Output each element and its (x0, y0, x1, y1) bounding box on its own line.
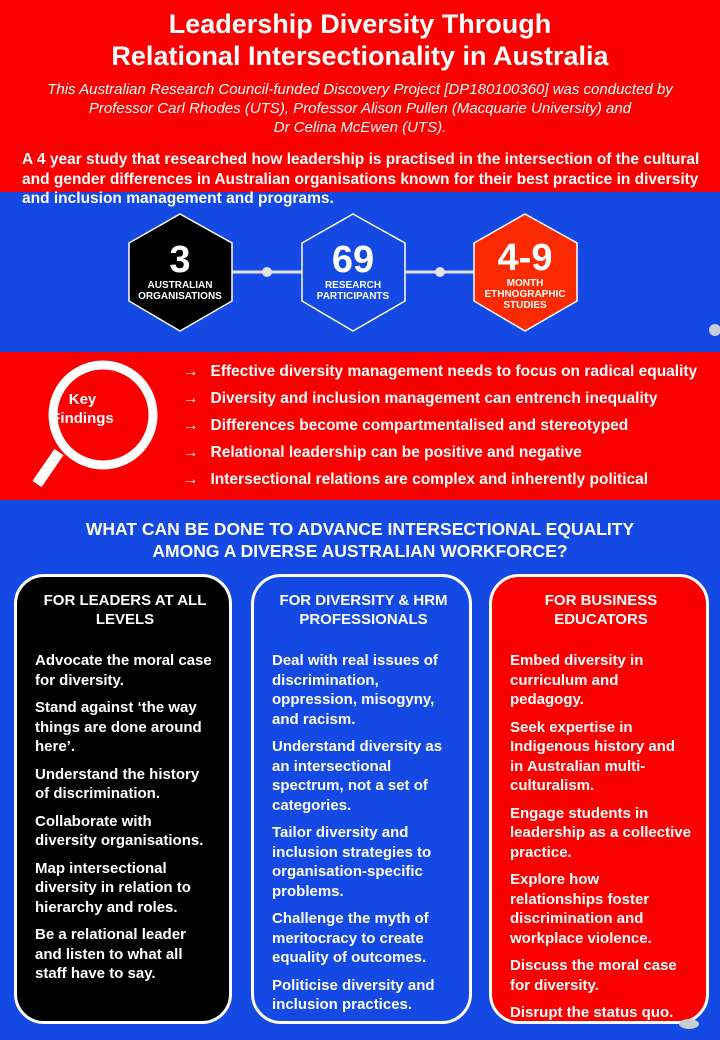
question-line: AMONG A DIVERSE AUSTRALIAN WORKFORCE? (152, 541, 568, 561)
key-findings-section: Key Findings → Effective diversity manage… (0, 352, 720, 500)
card-item: Stand against ‘the way things are done a… (35, 699, 202, 755)
finding-text: Relational leadership can be positive an… (210, 444, 582, 461)
study-intro: A 4 year study that researched how leade… (22, 151, 700, 207)
card-item: Embed diversity in curriculum and pedago… (510, 652, 644, 708)
label-line: Key (68, 391, 97, 408)
card-business-educators: FOR BUSINESS EDUCATORS Embed diversity i… (489, 574, 709, 1024)
card-item: Discuss the moral case for diversity. (510, 957, 677, 994)
card-item: Deal with real issues of discrimination,… (272, 652, 438, 728)
credit-line: Professor Carl Rhodes (UTS), Professor A… (88, 100, 632, 117)
finding-item: → Differences become compartmentalised an… (183, 412, 697, 439)
finding-item: → Diversity and inclusion management can … (183, 385, 697, 412)
title-line: Relational Intersectionality in Australi… (111, 41, 609, 71)
stat-organisations: 3 AUSTRALIAN ORGANISATIONS (130, 240, 230, 302)
card-leaders: FOR LEADERS AT ALL LEVELS Advocate the m… (14, 574, 232, 1024)
finding-text: Differences become compartmentalised and… (210, 417, 629, 434)
hexagon-organisations (128, 213, 233, 332)
hexagon-studies (473, 213, 578, 332)
stat-label: RESEARCH (324, 280, 382, 291)
stat-label: MONTH (506, 278, 544, 289)
findings-list: → Effective diversity management needs to… (183, 358, 697, 493)
card-title: FOR LEADERS AT ALL LEVELS (43, 592, 207, 628)
magnifier-icon (32, 360, 158, 488)
card-item: Challenge the myth of meritocracy to cre… (272, 910, 429, 966)
question-line: WHAT CAN BE DONE TO ADVANCE INTERSECTION… (85, 519, 635, 539)
hexagon-participants (301, 213, 406, 332)
card-title: FOR BUSINESS EDUCATORS (544, 592, 658, 628)
finding-item: → Effective diversity management needs to… (183, 358, 697, 385)
card-item: Understand the history of discrimination… (35, 765, 200, 803)
stats-graphic (128, 213, 720, 336)
card-item: Seek expertise in Indigenous history and… (510, 718, 676, 795)
card-item: Be a relational leader and listen to wha… (35, 926, 186, 982)
arrow-right-icon: → (183, 444, 199, 461)
key-findings-label: Key Findings (40, 390, 125, 428)
stat-label: ETHNOGRAPHIC (484, 289, 566, 300)
finding-text: Intersectional relations are complex and… (210, 471, 649, 488)
title-line: Leadership Diversity Through (168, 9, 552, 39)
credit-line: This Australian Research Council-funded … (47, 81, 673, 98)
connector-dot (262, 267, 272, 277)
header-banner: Leadership Diversity Through Relational … (0, 0, 720, 192)
finding-text: Effective diversity management needs to … (210, 363, 698, 380)
decorative-ellipse (679, 1019, 699, 1029)
stat-value: 4-9 (497, 237, 553, 279)
card-item: Collaborate with diversity organisations… (35, 812, 204, 850)
arrow-right-icon: → (183, 363, 199, 380)
stat-label: STUDIES (503, 300, 547, 311)
decorative-dot (709, 324, 720, 336)
card-item: Map intersectional diversity in relation… (35, 859, 191, 916)
project-credit: This Australian Research Council-funded … (10, 80, 710, 137)
card-item: Tailor diversity and inclusion strategie… (272, 824, 432, 900)
section-question: WHAT CAN BE DONE TO ADVANCE INTERSECTION… (0, 518, 720, 562)
page-title: Leadership Diversity Through Relational … (0, 8, 720, 72)
stat-label: ORGANISATIONS (138, 291, 222, 302)
card-item: Explore how relationships foster discrim… (510, 871, 652, 947)
finding-item: → Relational leadership can be positive a… (183, 439, 697, 466)
card-item: Advocate the moral case for diversity. (35, 652, 212, 689)
arrow-right-icon: → (183, 417, 199, 434)
stat-label: PARTICIPANTS (316, 291, 390, 302)
stat-studies: 4-9 MONTH ETHNOGRAPHIC STUDIES (475, 238, 575, 311)
stat-value: 69 (331, 239, 375, 281)
card-item: Understand diversity as an intersectiona… (272, 738, 443, 814)
arrow-right-icon: → (183, 390, 199, 407)
stat-participants: 69 RESEARCH PARTICIPANTS (303, 240, 403, 302)
card-hrm-professionals: FOR DIVERSITY & HRM PROFESSIONALS Deal w… (251, 574, 472, 1024)
card-item: Politicise diversity and inclusion pract… (272, 976, 435, 1014)
card-item: Disrupt the status quo. (510, 1004, 674, 1021)
card-item: Engage students in leadership as a colle… (510, 804, 691, 861)
connector-dot (435, 267, 445, 277)
card-title: FOR DIVERSITY & HRM PROFESSIONALS (279, 592, 448, 628)
stat-value: 3 (169, 239, 191, 281)
stat-label: AUSTRALIAN (147, 280, 213, 291)
credit-line: Dr Celina McEwen (UTS). (273, 119, 447, 136)
finding-item: → Intersectional relations are complex an… (183, 466, 697, 493)
arrow-right-icon: → (183, 471, 199, 488)
label-line: Findings (51, 410, 114, 427)
finding-text: Diversity and inclusion management can e… (210, 390, 658, 407)
